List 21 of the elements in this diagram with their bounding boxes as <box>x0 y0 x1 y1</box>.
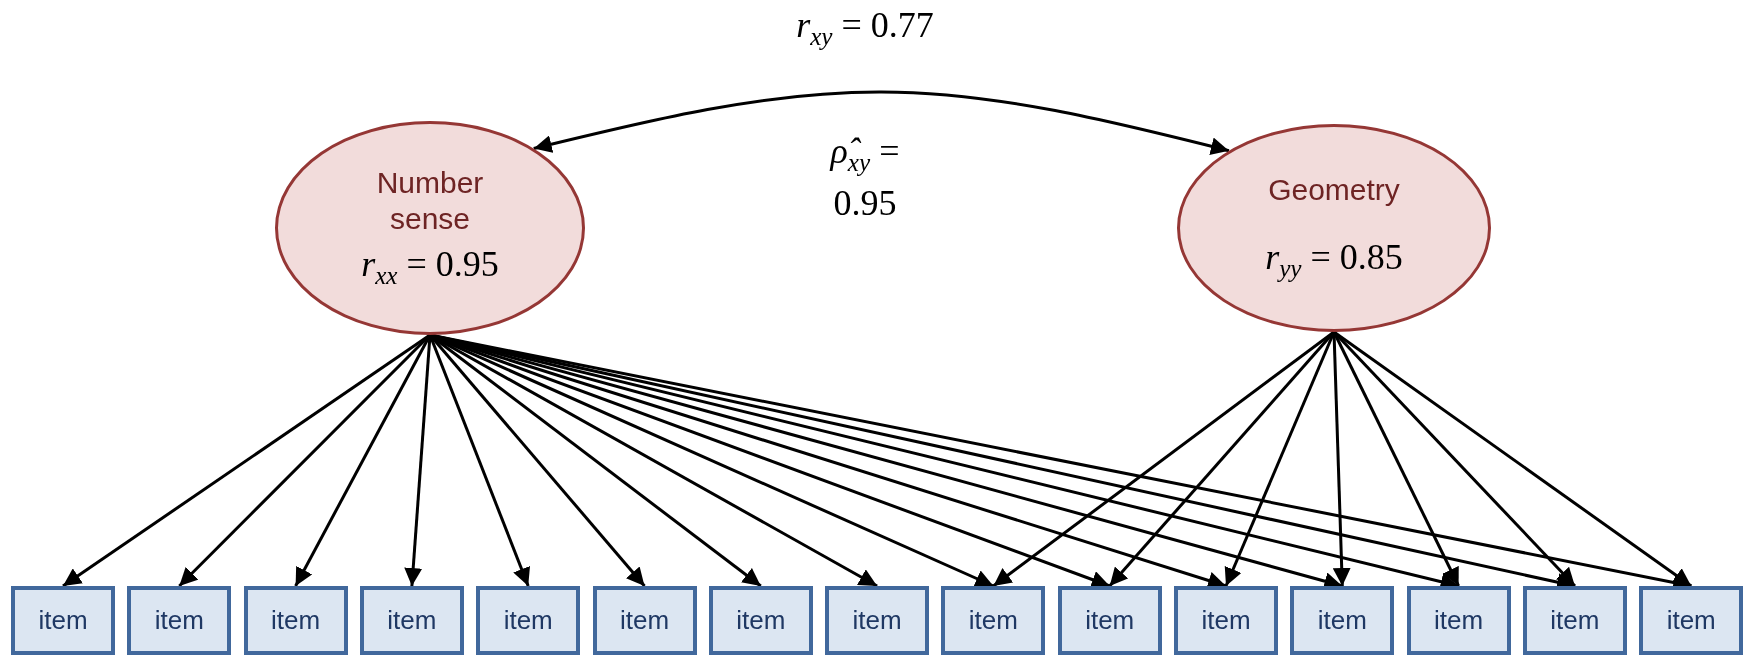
reliability-formula: r$_{yy}$ = 0.85 <box>1265 236 1403 284</box>
correlation-estimate: ρ̂$_{xy}$ = 0.95 <box>828 130 901 225</box>
item-box: item <box>476 586 581 655</box>
item-box: item <box>1406 586 1511 655</box>
item-box: item <box>11 586 115 655</box>
correlation-arrow <box>533 90 1230 156</box>
item-box: item <box>1057 586 1162 655</box>
variable-name: Number sense <box>375 165 485 238</box>
item-box: item <box>941 586 1046 655</box>
item-box: item <box>1174 586 1278 655</box>
item-box: item <box>1639 586 1744 655</box>
item-box: item <box>1290 586 1395 655</box>
reliability-formula: r$_{xx}$ = 0.95 <box>361 243 499 291</box>
item-box: item <box>359 586 464 655</box>
item-box: item <box>825 586 930 655</box>
item-box: item <box>243 586 348 655</box>
item-box: item <box>708 586 813 655</box>
item-box: item <box>592 586 697 655</box>
variable-name: Geometry <box>1268 172 1400 209</box>
item-box: item <box>1522 586 1627 655</box>
item-box: item <box>127 586 232 655</box>
